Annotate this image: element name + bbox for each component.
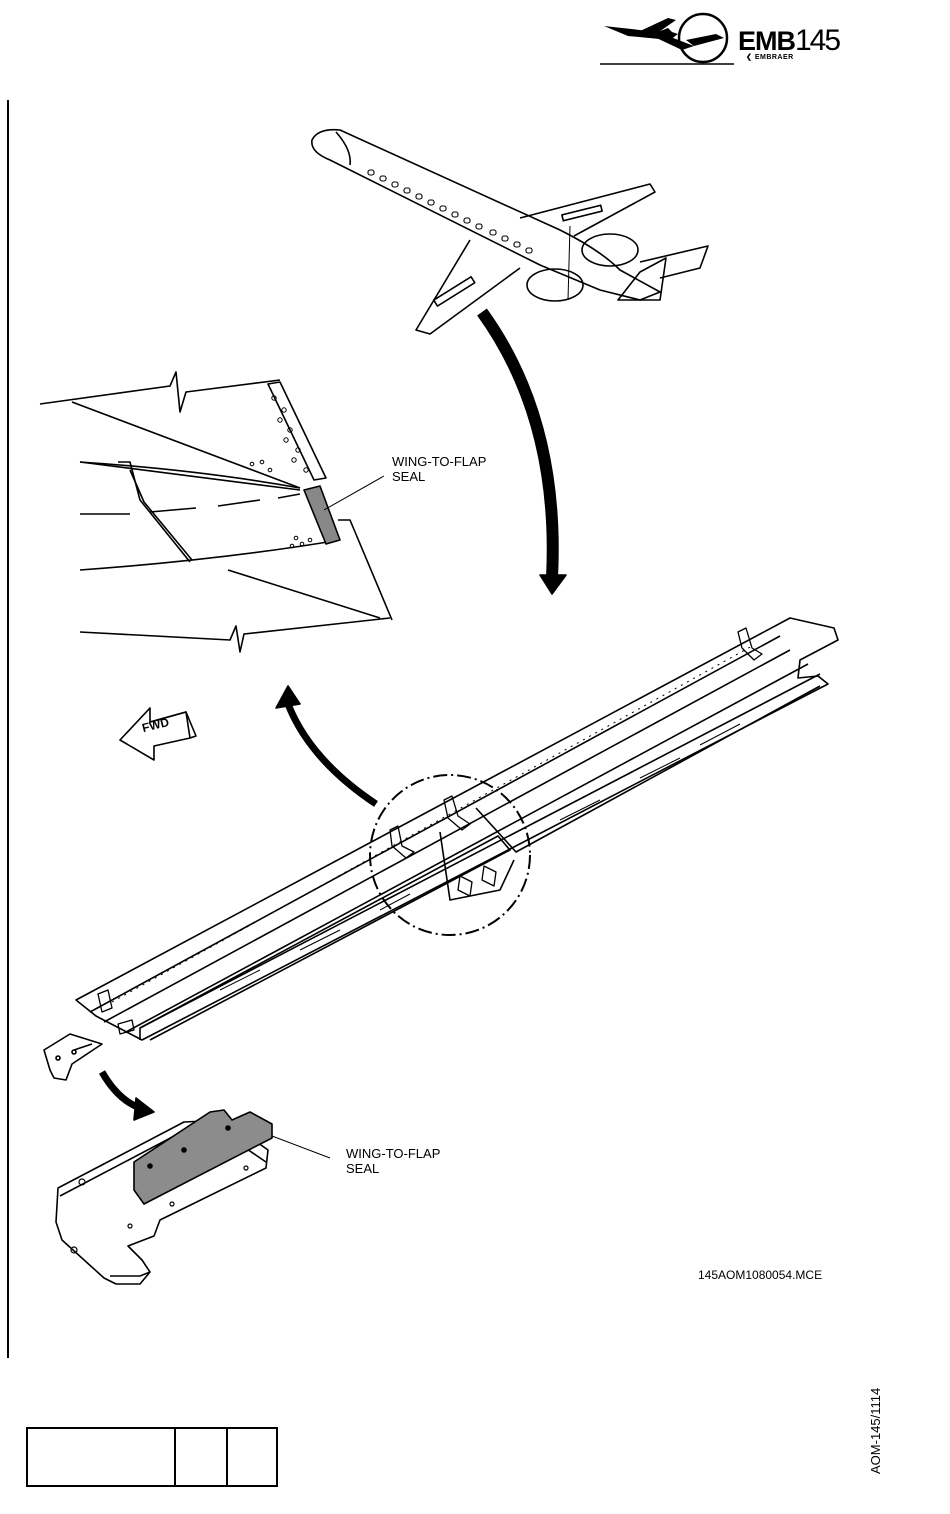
revision-cell-divider — [226, 1429, 228, 1485]
callout-top-wing-to-flap-seal: WING-TO-FLAP SEAL — [392, 454, 486, 484]
plate-small — [44, 1034, 102, 1080]
callout-bottom-wing-to-flap-seal: WING-TO-FLAP SEAL — [346, 1146, 440, 1176]
aircraft-drawing — [312, 130, 708, 334]
fwd-arrow-icon — [120, 708, 196, 760]
figure-reference: 145AOM1080054.MCE — [698, 1268, 822, 1283]
plate-enlarged — [56, 1110, 330, 1284]
document-code-text: AOM-145/1114 — [868, 1388, 883, 1474]
detail-view — [40, 372, 392, 652]
flap-assembly — [76, 618, 838, 1040]
revision-block — [26, 1427, 278, 1487]
revision-cell-divider — [174, 1429, 176, 1485]
document-code: AOM-145/1114 — [866, 1368, 886, 1478]
